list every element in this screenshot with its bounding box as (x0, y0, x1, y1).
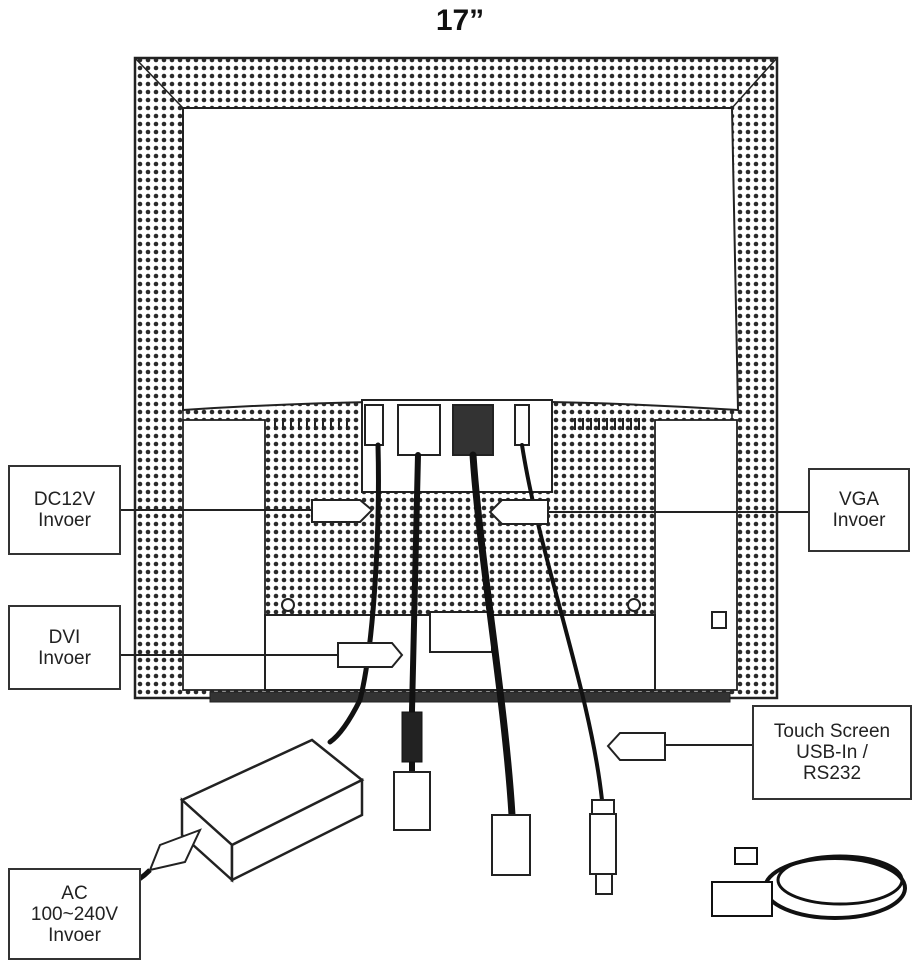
vent-slots (274, 418, 640, 430)
monitor-housing (133, 56, 779, 703)
label-dc12v: DC12V Invoer (8, 465, 121, 555)
label-ac-line3: Invoer (48, 924, 101, 946)
dc-port (364, 404, 384, 446)
vga-cable (469, 451, 516, 819)
usb-connector (589, 799, 617, 895)
label-vga-line1: VGA (838, 489, 880, 510)
label-dvi-line1: DVI (48, 626, 81, 648)
dvi-port (397, 404, 441, 456)
label-dvi: DVI Invoer (8, 605, 121, 690)
diagram-title: 17” (435, 4, 485, 37)
label-dc12v-line2: Invoer (38, 510, 91, 531)
rear-panel (182, 107, 740, 412)
screw (281, 598, 295, 612)
label-dvi-line2: Invoer (38, 647, 91, 669)
label-touch-screen: Touch Screen USB-In / RS232 (752, 705, 912, 800)
power-adapter (117, 738, 365, 891)
label-vga-line2: Invoer (832, 510, 886, 531)
pointing-hands (311, 499, 666, 761)
label-ac: AC 100~240V Invoer (8, 868, 141, 960)
vga-connector (491, 814, 531, 876)
vga-port (452, 404, 494, 456)
cables (327, 442, 604, 819)
rs232-cable (711, 847, 907, 920)
label-touch-line3: RS232 (802, 763, 862, 784)
label-touch-line1: Touch Screen (773, 721, 891, 742)
label-ac-line2: 100~240V (30, 903, 119, 925)
label-touch-line2: USB-In / (796, 742, 868, 763)
screw (627, 598, 641, 612)
touch-port (514, 404, 530, 446)
label-dc12v-line1: DC12V (33, 489, 96, 510)
dvi-connector (393, 711, 431, 831)
label-vga: VGA Invoer (808, 468, 910, 552)
touch-cable (520, 443, 604, 802)
label-ac-line1: AC (61, 882, 88, 904)
kensington-lock-slot (711, 611, 727, 629)
dvi-cable (409, 452, 421, 803)
